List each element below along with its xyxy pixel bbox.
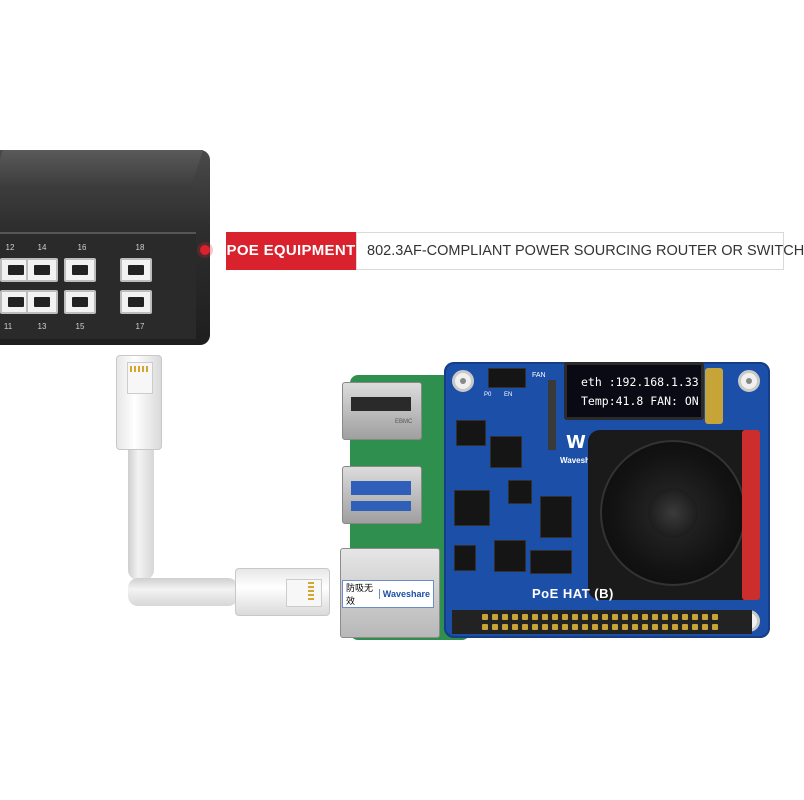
component-chip	[454, 545, 476, 571]
hat-brand: Waveshare	[560, 456, 602, 465]
sticker-text-cn: 防吸无效	[346, 583, 374, 606]
component-chip	[456, 420, 486, 446]
ethernet-port[interactable]	[26, 290, 58, 314]
plug-pins	[130, 366, 148, 372]
ethernet-port-18[interactable]	[120, 258, 152, 282]
usb-slot	[351, 397, 411, 411]
port-label-13: 13	[37, 322, 47, 331]
port-label-18: 18	[135, 243, 145, 252]
port-label-14: 14	[37, 243, 47, 252]
ethernet-port[interactable]	[26, 258, 58, 282]
switch-label-en: EN	[504, 392, 513, 398]
plug-pins	[308, 582, 314, 602]
oled-line-ip: eth :192.168.1.33	[581, 375, 699, 389]
ethernet-cable	[128, 440, 154, 580]
port-label-16: 16	[77, 243, 87, 252]
gpio-header	[452, 610, 752, 634]
usb3-port[interactable]	[342, 466, 422, 524]
usb3-slot	[351, 481, 411, 495]
fan-label: FAN	[532, 372, 546, 379]
rj45-plug-top[interactable]	[116, 355, 162, 450]
port-label-12: 12	[5, 243, 15, 252]
usb-port[interactable]: EBMC	[342, 382, 422, 440]
callout-description: 802.3AF-COMPLIANT POWER SOURCING ROUTER …	[356, 232, 804, 270]
switch-front-panel	[0, 232, 196, 339]
port-label-17: 17	[135, 322, 145, 331]
inductor	[490, 436, 522, 468]
waveshare-logo-icon: W	[566, 432, 586, 453]
port-label-15: 15	[75, 322, 85, 331]
component-chip	[540, 496, 572, 538]
callout-pointer-icon	[200, 245, 210, 255]
fan-wires	[742, 430, 760, 600]
sticker-brand: Waveshare	[378, 589, 433, 599]
mounting-hole	[452, 370, 474, 392]
port-label-11: 11	[3, 322, 13, 331]
transformer	[454, 490, 490, 526]
switch-top-panel	[0, 150, 203, 190]
oled-flex-cable	[705, 368, 723, 424]
ethernet-sticker: 防吸无效 Waveshare	[342, 580, 434, 608]
hat-product-name: PoE HAT (B)	[532, 586, 614, 601]
inductor	[494, 540, 526, 572]
fan-blades-icon	[600, 440, 746, 586]
oled-line-temp: Temp:41.8 FAN: ON	[581, 394, 699, 408]
ethernet-cable-bend	[128, 578, 238, 606]
switch-label-p0: P0	[484, 392, 492, 398]
usb-label: EBMC	[395, 419, 413, 425]
component-chip	[508, 480, 532, 504]
plug-contacts	[286, 579, 322, 607]
ethernet-port[interactable]	[64, 258, 96, 282]
ethernet-port[interactable]	[64, 290, 96, 314]
ethernet-port-17[interactable]	[120, 290, 152, 314]
rj45-plug-side[interactable]	[235, 568, 330, 616]
fan-connector	[548, 380, 556, 450]
dip-switch[interactable]	[488, 368, 526, 388]
fan-hub	[648, 488, 698, 538]
callout-tag: POE EQUIPMENT	[226, 232, 356, 270]
mounting-hole	[738, 370, 760, 392]
component-chip	[530, 550, 572, 574]
usb3-slot	[351, 501, 411, 511]
oled-display: eth :192.168.1.33 Temp:41.8 FAN: ON	[564, 362, 704, 420]
